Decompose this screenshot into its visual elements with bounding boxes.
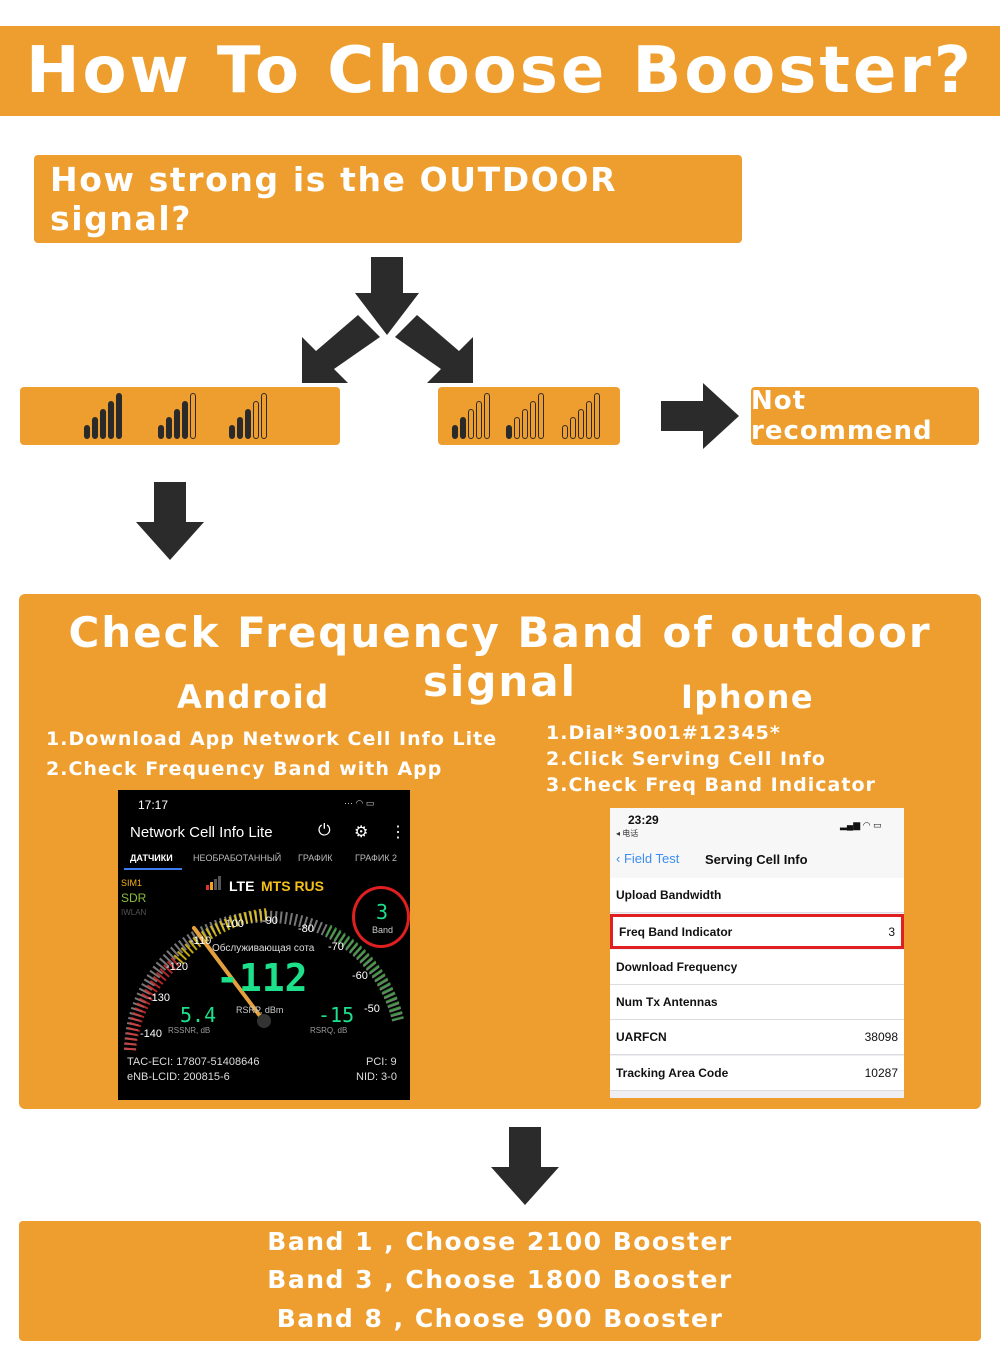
question-box: How strong is the OUTDOOR signal? <box>34 155 742 243</box>
iphone-title: Iphone <box>681 678 815 716</box>
enb-lcid: eNB-LCID: 200815-6 <box>127 1071 230 1083</box>
ios-back-button[interactable]: ‹ Field Test <box>616 851 679 866</box>
row-label: Download Frequency <box>616 960 738 974</box>
row-label: Num Tx Antennas <box>616 995 718 1009</box>
result-box: Band 1 , Choose 2100 Booster Band 3 , Ch… <box>19 1221 981 1341</box>
ios-back-label: Field Test <box>623 851 680 866</box>
check-frequency-title: Check Frequency Band of outdoor signal <box>68 608 932 706</box>
row-label: Upload Bandwidth <box>616 888 722 902</box>
row-label: UARFCN <box>616 1030 667 1044</box>
settings-gear-icon[interactable]: ⚙ <box>354 824 369 841</box>
row-value: 38098 <box>864 1030 898 1044</box>
gauge-tick-60: -60 <box>352 970 368 982</box>
iphone-step-1: 1.Dial*3001#12345* <box>546 722 781 744</box>
gauge-tick-90: -90 <box>262 915 278 927</box>
ios-row-freq-band-indicator[interactable]: Freq Band Indicator 3 <box>610 914 904 949</box>
not-recommend-text: Not recommend <box>751 386 933 446</box>
signal-strength-2-bars-icon <box>452 393 490 439</box>
row-value: 10287 <box>864 1066 898 1080</box>
gauge-tick-140: -140 <box>140 1028 163 1040</box>
iphone-step-2: 2.Click Serving Cell Info <box>546 748 826 770</box>
down-arrow-icon <box>491 1127 559 1205</box>
signal-strength-2-bars-icon <box>229 393 267 439</box>
rsrq-label: RSRQ, dB <box>310 1026 348 1035</box>
signal-strength-3-bars-icon <box>158 393 196 439</box>
strong-signal-box <box>20 387 340 445</box>
result-band-1: Band 1 , Choose 2100 Booster <box>267 1227 733 1256</box>
status-icons: ⋯ ◠ ▭ <box>344 798 375 808</box>
more-menu-icon[interactable]: ⋮ <box>390 824 406 841</box>
question-text: How strong is the OUTDOOR signal? <box>50 160 618 238</box>
gauge-tick-80: -80 <box>298 923 314 935</box>
ios-back-app[interactable]: ◂ 电话 <box>616 829 639 838</box>
status-time: 17:17 <box>138 798 169 812</box>
band-label: Band <box>372 925 394 935</box>
row-label: Tracking Area Code <box>616 1066 729 1080</box>
band-value: 3 <box>376 900 389 924</box>
tac-eci: TAC-ECI: 17807-51408646 <box>127 1056 260 1068</box>
ios-row-upload-bandwidth[interactable]: Upload Bandwidth <box>610 878 904 913</box>
ios-nav-title: Serving Cell Info <box>705 852 808 867</box>
tab-graph[interactable]: ГРАФИК <box>298 853 333 863</box>
tab-sensors[interactable]: ДАТЧИКИ <box>130 853 173 863</box>
gauge-tick-100: -100 <box>222 918 245 930</box>
sim-label: SIM1 <box>121 878 143 888</box>
down-arrow-icon <box>136 482 204 560</box>
chevron-left-icon: ‹ <box>616 851 621 866</box>
signal-strength-1-bar-icon <box>506 393 544 439</box>
ios-status-time: 23:29 <box>628 813 659 827</box>
right-arrow-icon <box>661 383 739 449</box>
network-type: LTE <box>229 878 255 894</box>
gauge-tick-50: -50 <box>364 1003 380 1015</box>
ios-row-uarfcn[interactable]: UARFCN 38098 <box>610 1020 904 1055</box>
nid: NID: 3-0 <box>356 1071 397 1083</box>
title-banner: How To Choose Booster? <box>0 26 1000 116</box>
rsrq-value: -15 <box>318 1003 355 1027</box>
page-title: How To Choose Booster? <box>25 34 975 108</box>
signal-gauge <box>124 908 404 1051</box>
rssnr-value: 5.4 <box>180 1003 217 1027</box>
not-recommend-box: Not recommend <box>751 386 979 446</box>
android-step-2: 2.Check Frequency Band with App <box>46 758 443 780</box>
rsrp-value: -112 <box>216 956 308 1000</box>
iwlan-label: IWLAN <box>121 908 147 917</box>
row-label: Freq Band Indicator <box>619 924 733 939</box>
signal-strength-4-bars-icon <box>84 393 122 439</box>
ios-row-tracking-area-code[interactable]: Tracking Area Code 10287 <box>610 1056 904 1091</box>
result-band-3: Band 3 , Choose 1800 Booster <box>267 1265 733 1294</box>
gauge-tick-130: -130 <box>148 992 171 1004</box>
network-signal-icon <box>206 876 221 895</box>
iphone-step-3: 3.Check Freq Band Indicator <box>546 774 876 796</box>
gauge-tick-110: -110 <box>190 935 212 947</box>
android-app-screenshot: 17:17 ⋯ ◠ ▭ Network Cell Info Lite ⏻ ⚙ ⋮… <box>118 790 410 1100</box>
gauge-tick-70: -70 <box>328 941 344 953</box>
sdr-label: SDR <box>121 891 147 905</box>
result-band-8: Band 8 , Choose 900 Booster <box>276 1304 724 1333</box>
serving-cell-label: Обслуживающая сота <box>212 943 315 954</box>
iphone-field-test-screenshot: 23:29 ◂ 电话 ▂▄▆ ◠ ▭ ‹ Field Test Serving … <box>610 808 904 1098</box>
app-title: Network Cell Info Lite <box>130 824 273 841</box>
pci: PCI: 9 <box>366 1056 397 1068</box>
band-highlight-circle <box>352 886 410 948</box>
android-title: Android <box>177 678 330 716</box>
rssnr-label: RSSNR, dB <box>168 1026 211 1035</box>
tab-graph-2[interactable]: ГРАФИК 2 <box>355 853 398 863</box>
signal-strength-0-bars-icon <box>562 393 600 439</box>
operator-name: MTS RUS <box>261 878 324 894</box>
android-step-1: 1.Download App Network Cell Info Lite <box>46 728 498 750</box>
ios-row-download-frequency[interactable]: Download Frequency <box>610 950 904 985</box>
row-value: 3 <box>888 924 895 939</box>
ios-row-num-tx-antennas[interactable]: Num Tx Antennas <box>610 985 904 1020</box>
tab-raw[interactable]: НЕОБРАБОТАННЫЙ <box>193 853 282 863</box>
ios-status-icons: ▂▄▆ ◠ ▭ <box>840 820 882 830</box>
gauge-tick-120: -120 <box>166 961 189 973</box>
ios-header <box>610 808 904 878</box>
active-tab-indicator <box>124 868 182 870</box>
split-arrow-icon <box>302 257 473 383</box>
weak-signal-box <box>438 387 620 445</box>
rsrp-label: RSRP, dBm <box>236 1005 284 1015</box>
power-icon[interactable]: ⏻ <box>318 822 331 839</box>
